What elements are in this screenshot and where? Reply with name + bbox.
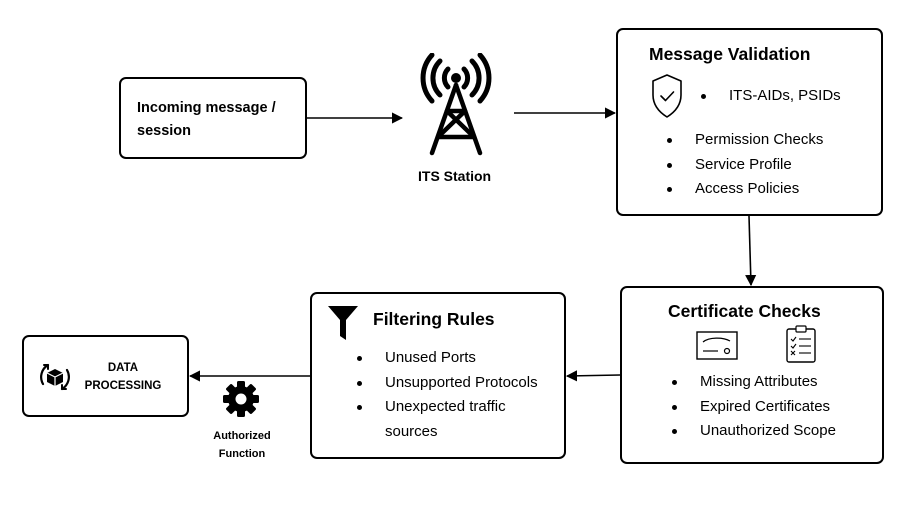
incoming-message-text: Incoming message / session xyxy=(137,100,276,139)
shield-check-icon xyxy=(650,73,684,119)
radio-tower-icon xyxy=(418,52,494,157)
validation-item-access: Access Policies xyxy=(666,177,823,202)
filtering-rules-list: Unused Ports Unsupported Protocols Unexp… xyxy=(357,346,555,444)
authorized-function-label: Authorized Function xyxy=(213,430,271,460)
checklist-icon xyxy=(785,325,817,363)
data-processing-text: DATA PROCESSING xyxy=(84,362,162,392)
validation-checks-list: Permission Checks Service Profile Access… xyxy=(666,128,823,202)
filtering-item-ports: Unused Ports xyxy=(357,346,555,371)
message-validation-box: Message Validation ITS-AIDs, PSIDs Permi… xyxy=(616,28,883,216)
its-station-label: ITS Station xyxy=(418,168,492,184)
data-processing-box: DATA PROCESSING xyxy=(22,335,189,417)
certificate-item-expired: Expired Certificates xyxy=(672,395,836,420)
incoming-message-box: Incoming message / session xyxy=(119,77,307,159)
box-cycle-icon xyxy=(36,358,74,396)
certificate-item-missing: Missing Attributes xyxy=(672,370,836,395)
certificate-item-scope: Unauthorized Scope xyxy=(672,419,836,444)
validation-item-service: Service Profile xyxy=(666,153,823,178)
gear-icon xyxy=(222,380,260,418)
message-validation-title: Message Validation xyxy=(649,44,811,64)
filtering-item-traffic: Unexpected traffic sources xyxy=(357,395,555,444)
filtering-item-protocols: Unsupported Protocols xyxy=(357,371,555,396)
validation-item-permission: Permission Checks xyxy=(666,128,823,153)
arrow-certificate-to-filtering xyxy=(565,370,621,382)
certificate-checks-list: Missing Attributes Expired Certificates … xyxy=(672,370,836,444)
certificate-icon xyxy=(696,331,738,361)
validation-shield-item: ITS-AIDs, PSIDs xyxy=(701,84,841,109)
funnel-icon xyxy=(327,305,359,341)
filtering-rules-title: Filtering Rules xyxy=(373,309,495,329)
certificate-checks-box: Certificate Checks Missing Attributes Ex… xyxy=(620,286,884,464)
validation-shield-list: ITS-AIDs, PSIDs xyxy=(701,84,841,109)
certificate-checks-title: Certificate Checks xyxy=(668,301,821,321)
filtering-rules-box: Filtering Rules Unused Ports Unsupported… xyxy=(310,292,566,459)
arrow-validation-to-certificate xyxy=(745,215,757,287)
